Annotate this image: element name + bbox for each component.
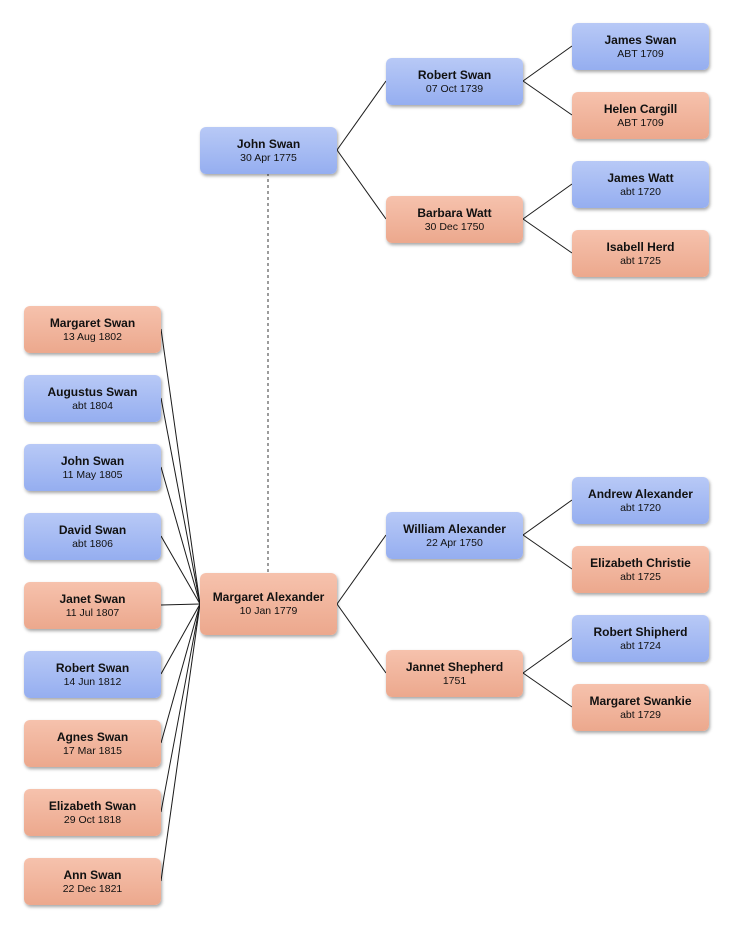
- person-date: abt 1720: [620, 185, 661, 198]
- person-date: 10 Jan 1779: [239, 605, 298, 617]
- person-date: abt 1720: [620, 501, 661, 514]
- link-wm-father: [522, 637, 573, 674]
- person-card-jannet-shepherd[interactable]: Jannet Shepherd 1751: [386, 650, 523, 697]
- link-child-5: [160, 603, 201, 606]
- link-wf-father: [522, 499, 573, 536]
- link-child-6: [160, 603, 201, 675]
- person-name: Robert Swan: [55, 660, 130, 675]
- link-hf-mother: [522, 80, 573, 116]
- link-wf-mother: [522, 534, 573, 570]
- person-date: 1751: [442, 674, 467, 687]
- person-card-james-swan[interactable]: James Swan ABT 1709: [572, 23, 709, 70]
- child-card-john-swan[interactable]: John Swan 11 May 1805: [24, 444, 161, 491]
- link-wm-mother: [522, 672, 573, 708]
- person-card-margaret-swankie[interactable]: Margaret Swankie abt 1729: [572, 684, 709, 731]
- person-date: ABT 1709: [617, 116, 664, 129]
- person-name: James Swan: [604, 32, 677, 47]
- person-date: 11 Jul 1807: [65, 606, 120, 619]
- person-date: abt 1729: [620, 708, 661, 721]
- link-child-9: [160, 603, 201, 882]
- person-date: 07 Oct 1739: [425, 82, 484, 95]
- child-card-agnes-swan[interactable]: Agnes Swan 17 Mar 1815: [24, 720, 161, 767]
- person-card-robert-shipherd[interactable]: Robert Shipherd abt 1724: [572, 615, 709, 662]
- link-husband-father: [336, 80, 387, 151]
- person-card-john-swan[interactable]: John Swan 30 Apr 1775: [200, 127, 337, 174]
- person-date: abt 1725: [620, 254, 661, 267]
- person-date: 22 Apr 1750: [426, 536, 483, 549]
- person-name: John Swan: [236, 136, 301, 151]
- person-date: abt 1804: [72, 399, 113, 412]
- link-child-7: [160, 603, 201, 744]
- person-card-james-watt[interactable]: James Watt abt 1720: [572, 161, 709, 208]
- person-name: Margaret Swankie: [589, 693, 692, 708]
- child-card-elizabeth-swan[interactable]: Elizabeth Swan 29 Oct 1818: [24, 789, 161, 836]
- person-name: Robert Shipherd: [593, 624, 688, 639]
- person-date: 22 Dec 1821: [62, 882, 123, 895]
- link-wife-mother: [336, 603, 387, 674]
- person-name: Margaret Swan: [49, 315, 136, 330]
- person-name: Isabell Herd: [606, 239, 675, 254]
- person-name: Jannet Shepherd: [405, 659, 504, 674]
- child-card-robert-swan[interactable]: Robert Swan 14 Jun 1812: [24, 651, 161, 698]
- person-name: Elizabeth Swan: [48, 798, 137, 813]
- child-card-augustus-swan[interactable]: Augustus Swan abt 1804: [24, 375, 161, 422]
- person-name: Barbara Watt: [417, 205, 492, 220]
- person-name: Helen Cargill: [603, 101, 678, 116]
- person-name: John Swan: [60, 453, 125, 468]
- person-name: Margaret Alexander: [212, 590, 325, 604]
- link-child-1: [160, 328, 201, 605]
- person-date: 14 Jun 1812: [63, 675, 122, 688]
- person-date: 17 Mar 1815: [63, 744, 122, 757]
- person-date: abt 1725: [620, 570, 661, 583]
- person-date: 29 Oct 1818: [63, 813, 122, 826]
- link-child-4: [160, 535, 201, 605]
- person-date: ABT 1709: [617, 47, 664, 60]
- person-date: abt 1724: [620, 639, 661, 652]
- person-date: 11 May 1805: [62, 468, 123, 481]
- person-date: abt 1806: [72, 537, 113, 550]
- person-name: Augustus Swan: [47, 384, 138, 399]
- person-date: 30 Dec 1750: [424, 220, 485, 233]
- person-card-andrew-alexander[interactable]: Andrew Alexander abt 1720: [572, 477, 709, 524]
- person-card-robert-swan-father[interactable]: Robert Swan 07 Oct 1739: [386, 58, 523, 105]
- person-name: Ann Swan: [63, 867, 122, 882]
- person-name: Janet Swan: [59, 591, 126, 606]
- person-name: Agnes Swan: [56, 729, 129, 744]
- person-card-isabell-herd[interactable]: Isabell Herd abt 1725: [572, 230, 709, 277]
- person-name: David Swan: [58, 522, 127, 537]
- person-card-elizabeth-christie[interactable]: Elizabeth Christie abt 1725: [572, 546, 709, 593]
- link-husband-mother: [336, 149, 387, 220]
- person-name: Elizabeth Christie: [590, 555, 691, 570]
- link-child-8: [160, 603, 201, 813]
- link-child-3: [160, 466, 201, 605]
- link-hf-father: [522, 45, 573, 82]
- person-name: William Alexander: [403, 521, 506, 536]
- child-card-ann-swan[interactable]: Ann Swan 22 Dec 1821: [24, 858, 161, 905]
- person-card-helen-cargill[interactable]: Helen Cargill ABT 1709: [572, 92, 709, 139]
- child-card-david-swan[interactable]: David Swan abt 1806: [24, 513, 161, 560]
- person-name: Andrew Alexander: [588, 486, 693, 501]
- person-card-margaret-alexander[interactable]: Margaret Alexander 10 Jan 1779: [200, 573, 337, 635]
- person-card-william-alexander[interactable]: William Alexander 22 Apr 1750: [386, 512, 523, 559]
- person-name: James Watt: [607, 170, 674, 185]
- link-hm-mother: [522, 218, 573, 254]
- person-date: 30 Apr 1775: [240, 151, 297, 164]
- link-child-2: [160, 397, 201, 605]
- person-date: 13 Aug 1802: [63, 330, 122, 343]
- link-wife-father: [336, 534, 387, 605]
- link-hm-father: [522, 183, 573, 220]
- child-card-janet-swan[interactable]: Janet Swan 11 Jul 1807: [24, 582, 161, 629]
- person-card-barbara-watt[interactable]: Barbara Watt 30 Dec 1750: [386, 196, 523, 243]
- child-card-margaret-swan[interactable]: Margaret Swan 13 Aug 1802: [24, 306, 161, 353]
- person-name: Robert Swan: [417, 67, 492, 82]
